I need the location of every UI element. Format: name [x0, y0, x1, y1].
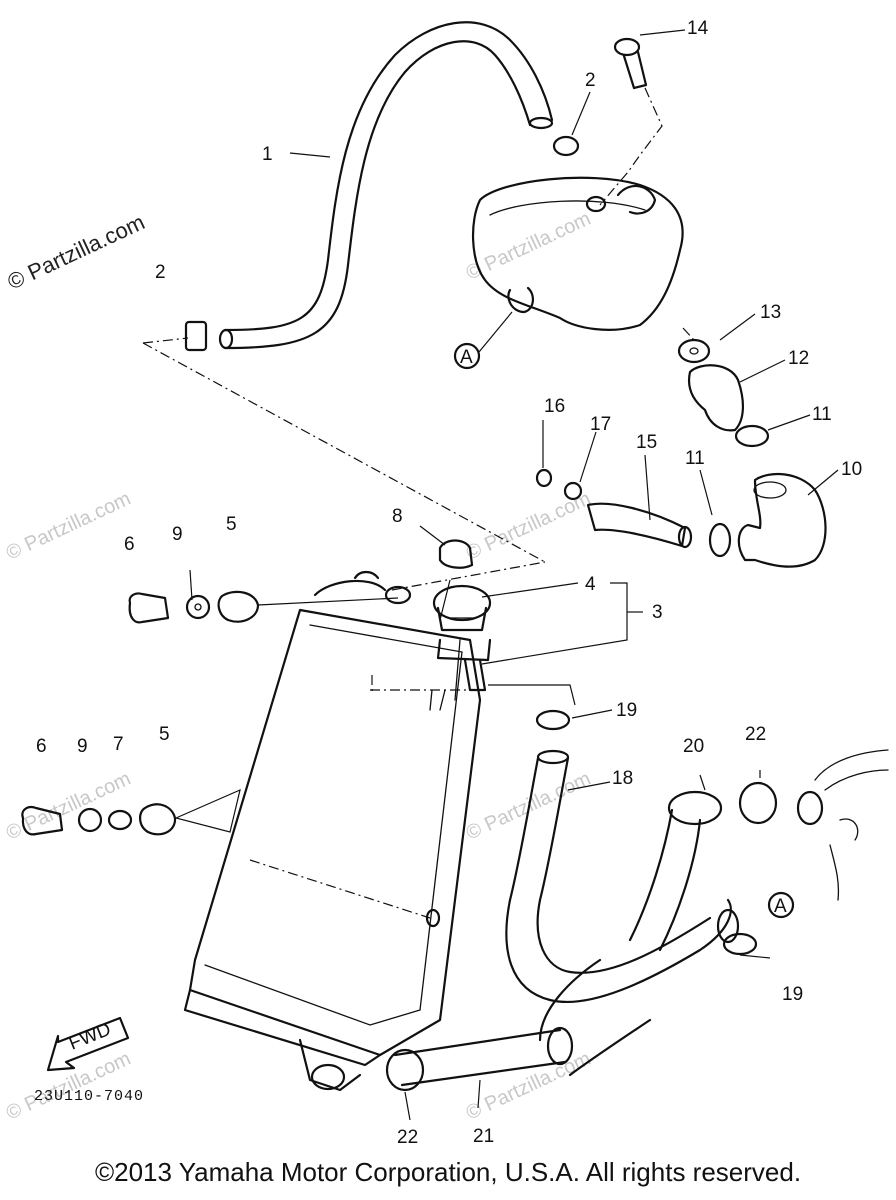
callout-12: 12: [788, 348, 809, 369]
callout-11: 11: [685, 448, 705, 469]
callout-2: 2: [585, 70, 596, 91]
bolt-icon: [613, 37, 648, 90]
hose-clamp-icon: [385, 1048, 425, 1092]
callout-17: 17: [590, 414, 611, 435]
small-hose-icon: [586, 502, 687, 548]
callout-8: 8: [392, 506, 403, 527]
callout-19: 19: [616, 700, 637, 721]
watermark-faint: © Partzilla.com: [463, 208, 594, 285]
callout-6: 6: [124, 534, 135, 555]
elbow-hose-icon: [737, 473, 827, 568]
watermark-faint: © Partzilla.com: [3, 768, 134, 845]
copyright-notice: ©2013 Yamaha Motor Corporation, U.S.A. A…: [94, 1157, 802, 1187]
callout-20: 20: [683, 736, 704, 757]
fwd-label: FWD: [66, 1019, 114, 1055]
callout-16: 16: [544, 396, 565, 417]
callout-7: 7: [113, 734, 124, 755]
callout-5: 5: [226, 514, 237, 535]
callout-2: 2: [155, 262, 166, 283]
reference-marker: [453, 342, 481, 370]
watermark-faint-group: © Partzilla.com © Partzilla.com © Partzi…: [3, 208, 594, 1125]
hose-20-icon: [628, 808, 702, 952]
callout-10: 10: [841, 459, 862, 480]
engine-outline: [814, 749, 889, 781]
thermostat-cover-icon: [687, 364, 744, 432]
hose-20-end: [667, 790, 723, 826]
o-ring-icon: [563, 481, 583, 501]
callout-labels: 1 2 2 3 4 5 5 6 6 7 8 9 9 10 11 11 12 13…: [36, 18, 862, 1148]
hose-clamp-icon: [184, 320, 208, 352]
gasket-icon: [677, 338, 711, 364]
radiator-cap-icon: [432, 584, 492, 632]
bolt-grommet-set: [21, 803, 177, 836]
callout-11: 11: [812, 404, 832, 425]
hose-clamp-icon: [722, 932, 758, 956]
watermark-main: © Partzilla.com: [4, 209, 149, 294]
callout-18: 18: [612, 768, 633, 789]
watermark-faint: © Partzilla.com: [3, 488, 134, 565]
callout-22: 22: [397, 1127, 418, 1148]
callout-3: 3: [652, 602, 663, 623]
hose-clamp-icon: [535, 709, 571, 731]
radiator-hose-diagram: © Partzilla.com © Partzilla.com © Partzi…: [3, 18, 889, 1148]
o-ring-icon: [535, 468, 553, 488]
callout-9: 9: [77, 736, 88, 757]
callout-6: 6: [36, 736, 47, 757]
thermostat-housing: [472, 176, 684, 331]
hose-clamp-icon: [734, 424, 770, 448]
reference-marker-label: A: [460, 347, 473, 368]
callout-1: 1: [262, 144, 273, 165]
hose-clamp-icon: [708, 522, 732, 558]
callout-22: 22: [745, 724, 766, 745]
callout-19: 19: [782, 984, 803, 1005]
bolt-grommet-set: [128, 590, 260, 624]
callout-5: 5: [159, 724, 170, 745]
upper-hose: [218, 21, 554, 350]
reference-marker: [767, 891, 795, 919]
lower-hose: [505, 749, 740, 1004]
callout-15: 15: [636, 432, 657, 453]
radiator: [183, 570, 492, 1092]
callout-13: 13: [760, 302, 781, 323]
hose-clamp-icon: [738, 781, 778, 825]
watermark-faint: © Partzilla.com: [3, 1048, 134, 1125]
reference-marker-label: A: [774, 896, 787, 917]
callout-14: 14: [687, 18, 709, 39]
diagram-code: 23U110-7040: [34, 1088, 144, 1105]
hose-clamp-icon: [552, 135, 580, 157]
callout-21: 21: [473, 1126, 494, 1147]
watermark-faint: © Partzilla.com: [463, 1048, 594, 1125]
callout-9: 9: [172, 524, 183, 545]
hose-clamp-icon: [438, 539, 474, 569]
callout-4: 4: [585, 574, 596, 595]
bottom-hose-icon: [393, 1028, 567, 1087]
